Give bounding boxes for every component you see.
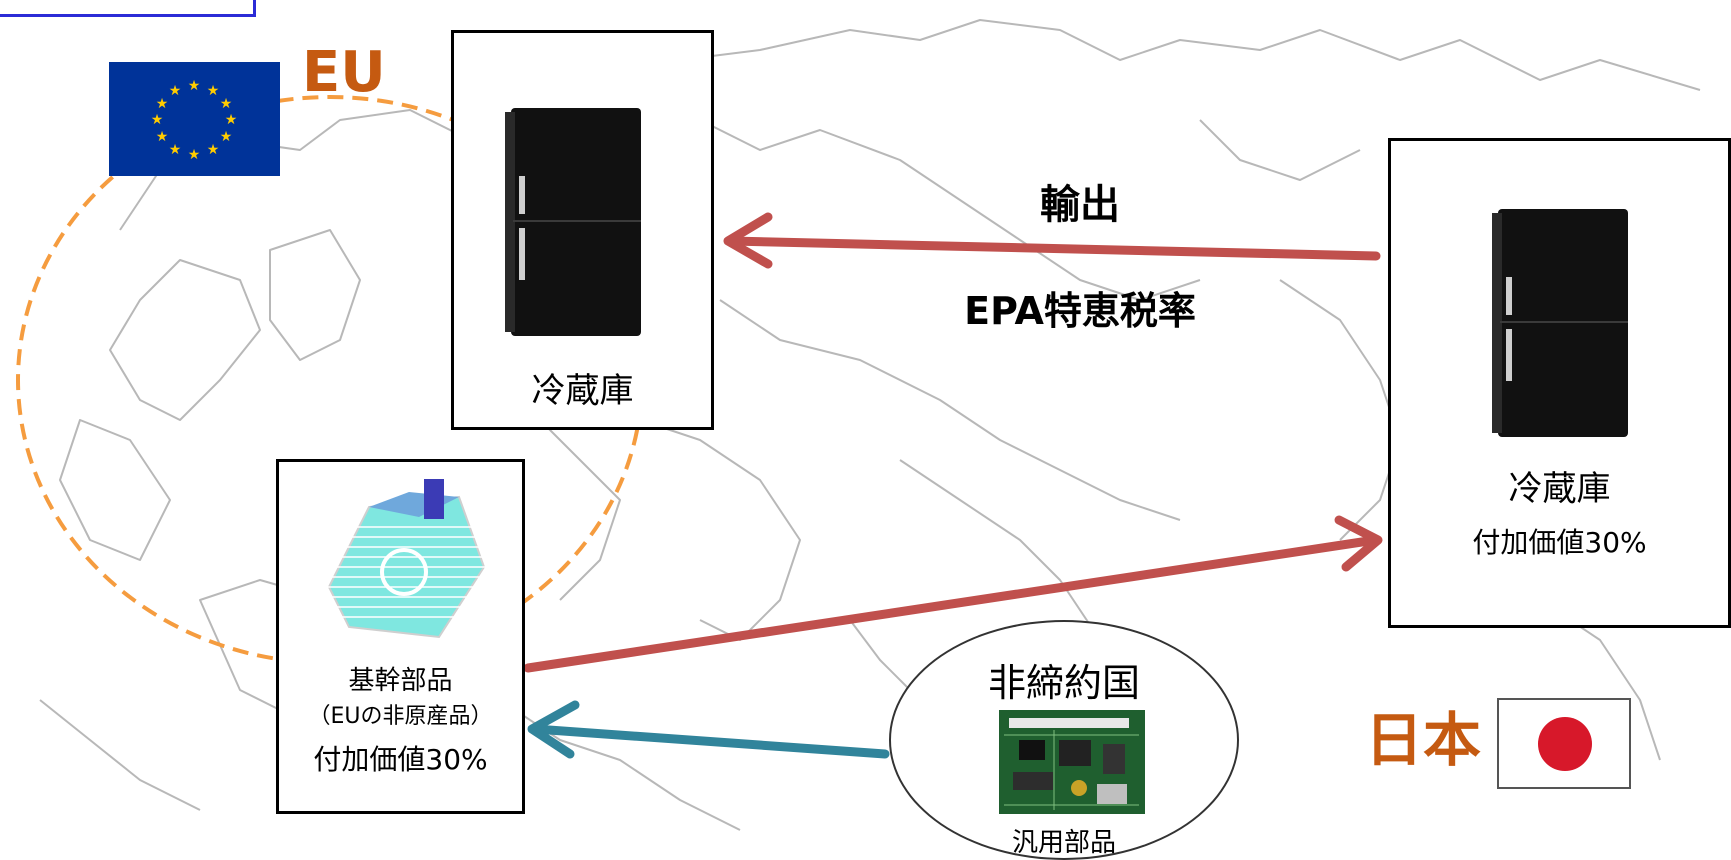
eu-refrigerator-box: 冷蔵庫	[451, 30, 714, 430]
japan-flag-icon	[1497, 698, 1631, 789]
svg-text:★: ★	[220, 96, 233, 112]
japan-refrigerator-value-added: 付加価値30%	[1472, 526, 1647, 559]
compressor-part-icon	[319, 479, 489, 639]
core-part-box: 基幹部品 （EUの非原産品） 付加価値30%	[276, 459, 525, 814]
export-label: 輸出	[1040, 182, 1120, 228]
svg-text:★: ★	[207, 142, 220, 158]
japan-label: 日本	[1365, 706, 1482, 774]
core-part-label: 基幹部品	[348, 666, 453, 696]
generic-part-caption: 汎用部品	[1011, 828, 1116, 858]
eu-label: EU	[302, 40, 386, 105]
svg-text:★: ★	[169, 83, 182, 99]
svg-text:★: ★	[156, 96, 169, 112]
svg-text:★: ★	[188, 78, 201, 94]
svg-text:★: ★	[220, 129, 233, 145]
svg-text:★: ★	[188, 147, 201, 163]
svg-text:★: ★	[169, 142, 182, 158]
japan-refrigerator-label: 冷蔵庫	[1508, 469, 1611, 509]
svg-text:★: ★	[156, 129, 169, 145]
eu-flag-icon: ★ ★ ★ ★ ★ ★ ★ ★ ★ ★ ★ ★	[109, 62, 280, 176]
svg-text:★: ★	[151, 112, 164, 128]
refrigerator-icon	[1492, 209, 1628, 437]
svg-text:★: ★	[207, 83, 220, 99]
refrigerator-icon	[505, 108, 641, 336]
japan-refrigerator-box: 冷蔵庫 付加価値30%	[1388, 138, 1731, 628]
non-party-country-label: 非締約国	[987, 661, 1140, 705]
non-party-country-ellipse: 非締約国 汎用部品	[889, 620, 1239, 860]
svg-text:★: ★	[225, 112, 238, 128]
epa-preferential-tariff-label: EPA特恵税率	[964, 289, 1196, 333]
circuit-board-icon	[999, 710, 1145, 814]
top-left-cropped-box	[0, 0, 256, 17]
core-part-origin-note: （EUの非原産品）	[308, 704, 493, 729]
core-part-value-added: 付加価値30%	[313, 743, 488, 776]
eu-refrigerator-label: 冷蔵庫	[531, 371, 634, 411]
